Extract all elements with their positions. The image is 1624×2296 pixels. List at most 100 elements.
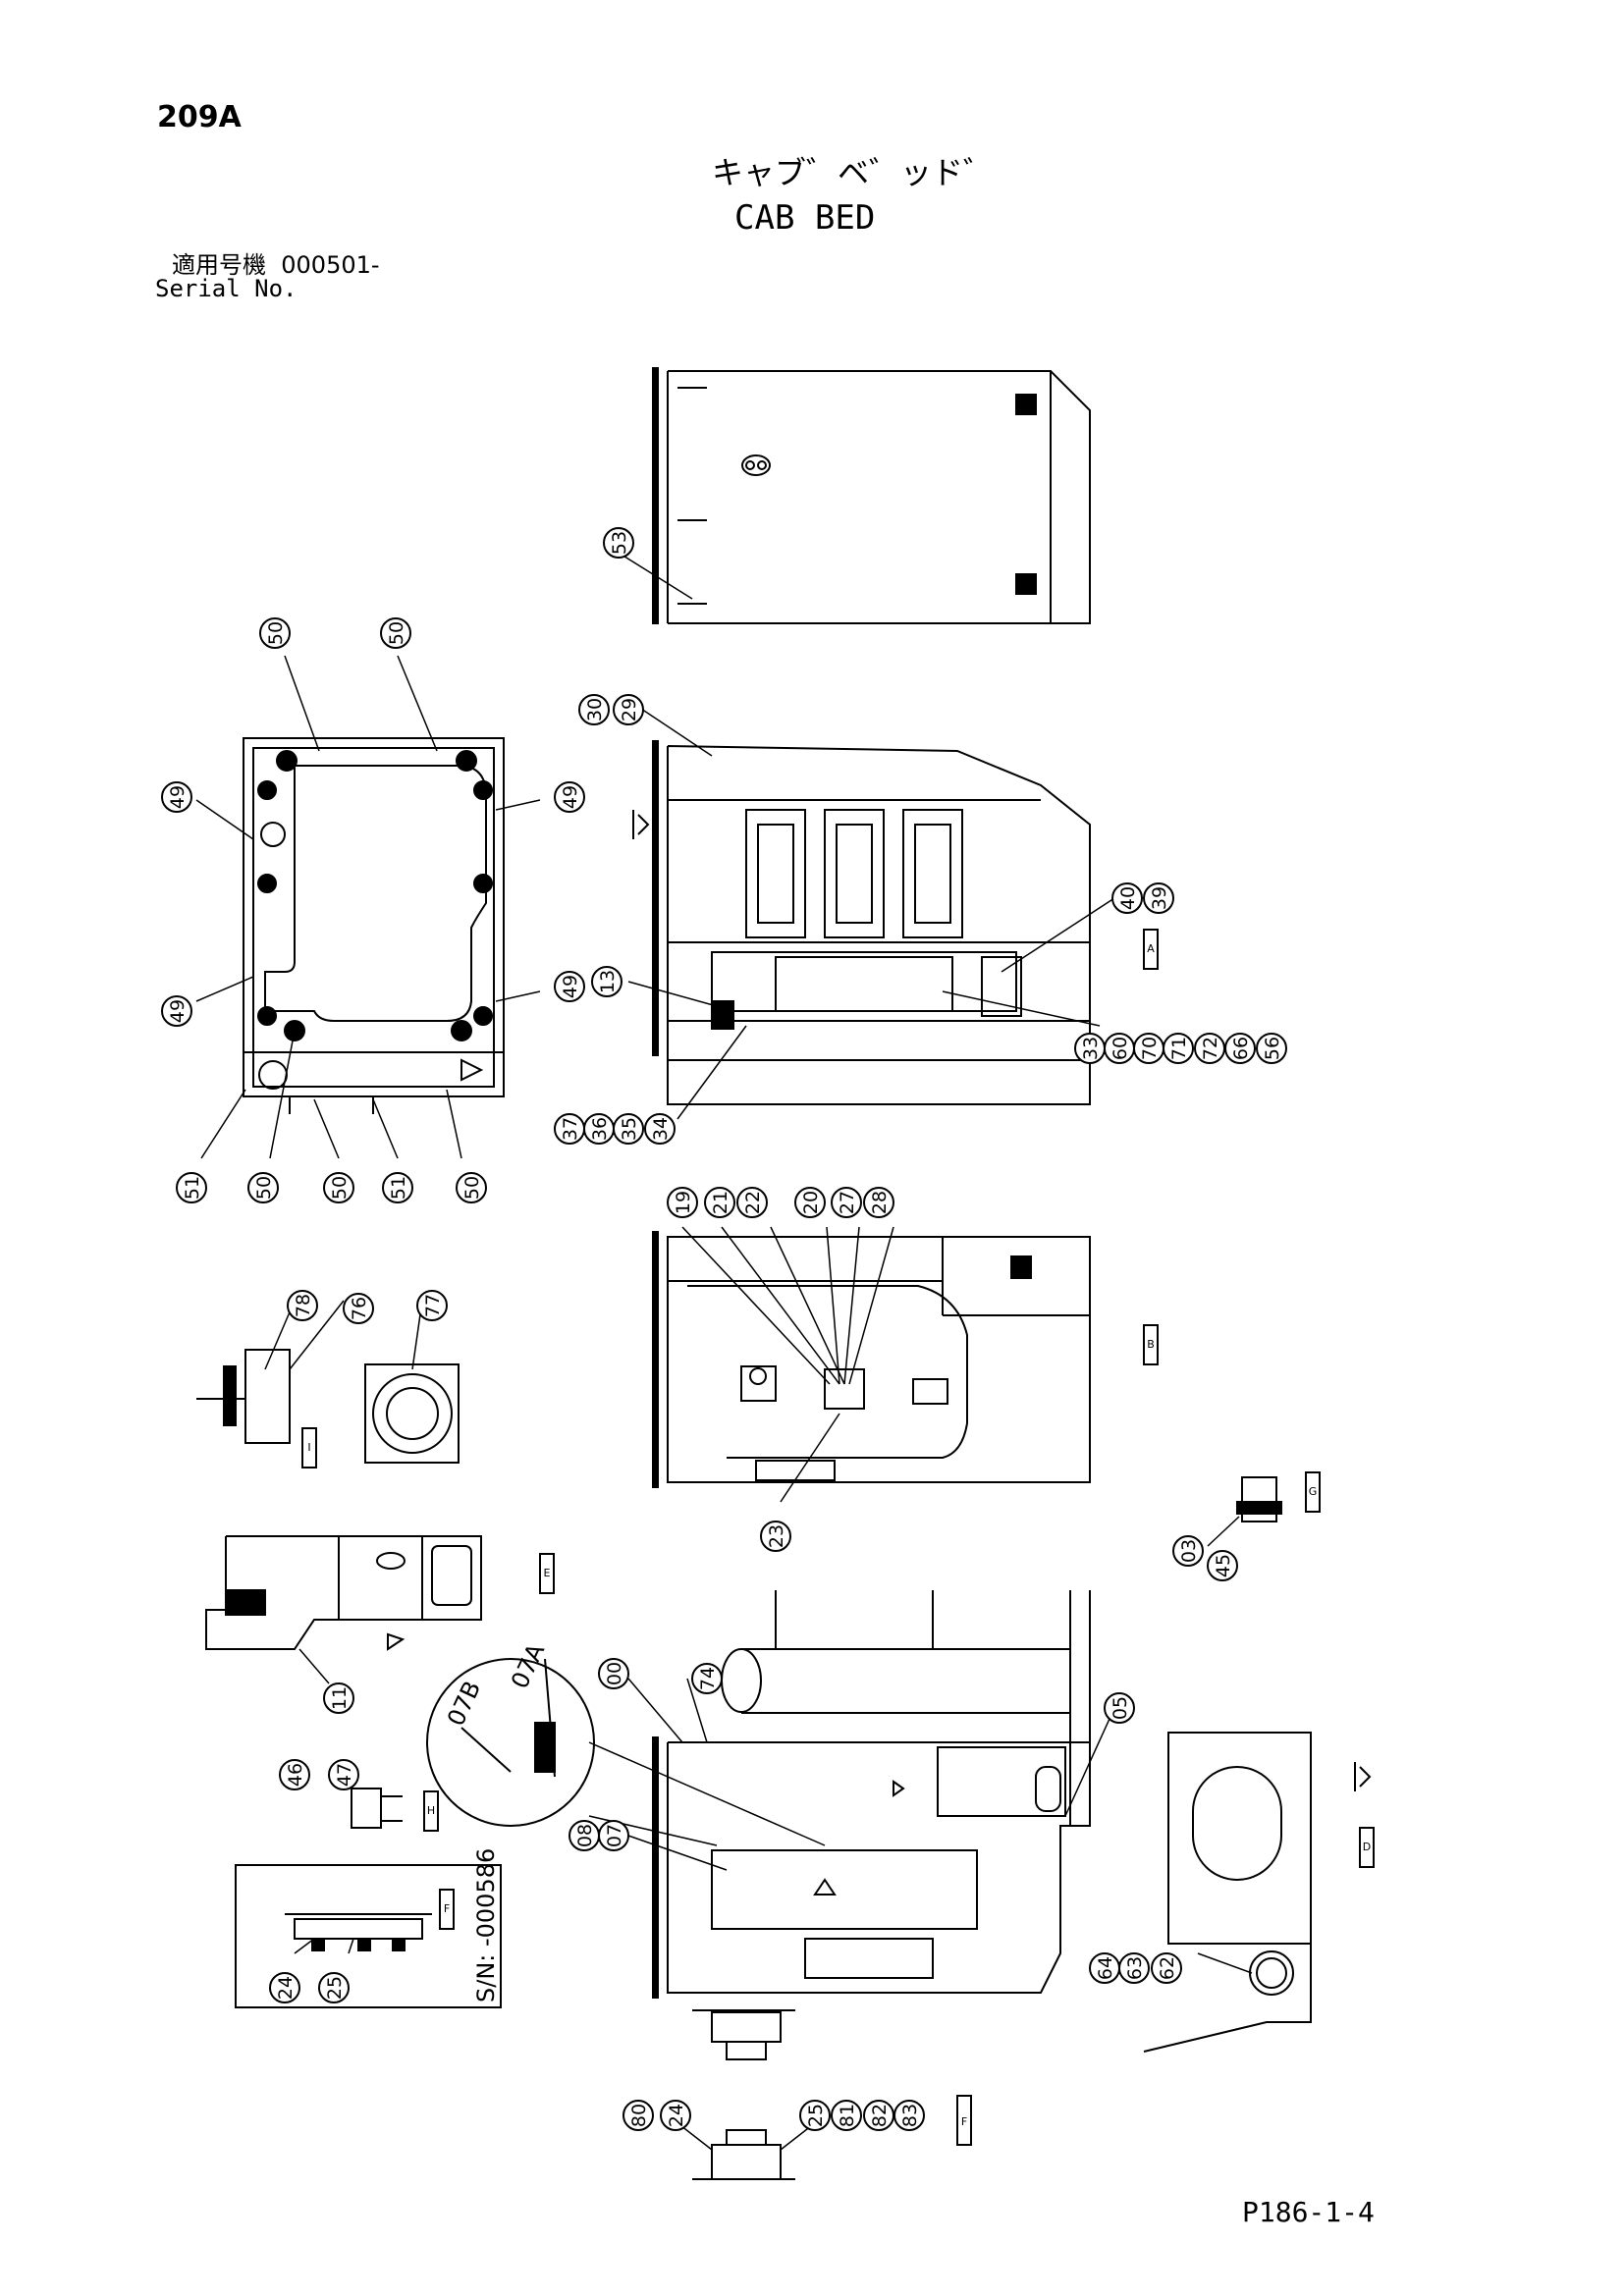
callout-number: 03 xyxy=(1178,1539,1200,1563)
callout-circle xyxy=(318,1972,350,2003)
callout-number: 50 xyxy=(329,1176,351,1200)
callout-number: 13 xyxy=(597,970,619,993)
callout-number: 07 xyxy=(604,1824,625,1847)
callout-c40: 40 xyxy=(1111,882,1143,914)
callout-circle xyxy=(613,1113,644,1145)
callout-number: 25 xyxy=(805,2104,827,2127)
callout-circle xyxy=(323,1172,354,1203)
callout-circle xyxy=(760,1521,791,1552)
callout-circle xyxy=(1143,882,1174,914)
callout-c74: 74 xyxy=(691,1663,723,1694)
callout-circle xyxy=(598,1820,629,1851)
callout-circle xyxy=(831,1187,862,1218)
callout-circle xyxy=(279,1759,310,1790)
callout-c24a: 24 xyxy=(269,1972,300,2003)
callout-circle xyxy=(613,694,644,725)
callout-number: 56 xyxy=(1262,1037,1283,1060)
callout-circle xyxy=(1151,1952,1182,1984)
callout-number: 64 xyxy=(1095,1956,1116,1980)
callout-c50e: 50 xyxy=(456,1172,487,1203)
callout-circle xyxy=(893,2100,925,2131)
callout-c82: 82 xyxy=(863,2100,894,2131)
title-japanese: キャブ゛ベ゛ッド゛ xyxy=(712,154,996,191)
callout-circle xyxy=(343,1293,374,1324)
serial-label-jp-text: 適用号機 xyxy=(172,251,266,279)
callout-number: 49 xyxy=(167,999,189,1023)
callout-c20: 20 xyxy=(794,1187,826,1218)
callout-c49a: 49 xyxy=(161,781,192,813)
cab-bed-upper-view xyxy=(632,740,1091,1105)
callout-number: 83 xyxy=(899,2104,921,2127)
callout-number: 78 xyxy=(293,1294,314,1317)
callout-c28: 28 xyxy=(863,1187,894,1218)
callout-c64: 64 xyxy=(1089,1952,1120,1984)
page-number: 209A xyxy=(157,100,242,134)
callout-number: 25 xyxy=(324,1976,346,2000)
callout-number: 36 xyxy=(589,1117,611,1141)
callout-c72: 72 xyxy=(1194,1033,1225,1064)
callout-number: 46 xyxy=(285,1763,306,1787)
detail-f-view xyxy=(692,2009,795,2180)
callout-number: 49 xyxy=(560,785,581,809)
callout-number: 76 xyxy=(349,1297,370,1320)
callout-number: 37 xyxy=(560,1117,581,1141)
callout-number: 50 xyxy=(386,621,407,645)
callout-c13: 13 xyxy=(591,966,623,997)
callout-circle xyxy=(1224,1033,1256,1064)
callout-circle xyxy=(660,2100,691,2131)
callout-c83: 83 xyxy=(893,2100,925,2131)
callout-circle xyxy=(1172,1535,1204,1567)
callout-number: 30 xyxy=(584,698,606,721)
callout-circle xyxy=(603,527,634,559)
callout-c30: 30 xyxy=(578,694,610,725)
callout-number: 22 xyxy=(742,1191,764,1214)
callout-c70: 70 xyxy=(1133,1033,1164,1064)
callout-circle xyxy=(287,1290,318,1321)
callout-circle xyxy=(176,1172,207,1203)
callout-circle xyxy=(382,1172,413,1203)
cab-bed-bottom-view xyxy=(652,1590,1091,1999)
callout-c60: 60 xyxy=(1104,1033,1135,1064)
callout-circle xyxy=(691,1663,723,1694)
callout-number: 50 xyxy=(461,1176,483,1200)
serial-label-english: Serial No. xyxy=(155,275,298,302)
callout-number: 80 xyxy=(628,2104,650,2127)
callout-number: 50 xyxy=(265,621,287,645)
callout-c00: 00 xyxy=(598,1658,629,1689)
callout-circle xyxy=(323,1682,354,1714)
callout-c71: 71 xyxy=(1163,1033,1194,1064)
callout-number: 27 xyxy=(837,1191,858,1214)
callout-c50d: 50 xyxy=(323,1172,354,1203)
callout-c07: 07 xyxy=(598,1820,629,1851)
callout-circle xyxy=(667,1187,698,1218)
cab-frame-view xyxy=(243,737,505,1114)
serial-box-detail xyxy=(235,1864,502,2008)
callout-circle xyxy=(736,1187,768,1218)
leader-lines xyxy=(195,655,1253,2151)
callout-number: 71 xyxy=(1168,1037,1190,1060)
callout-circle xyxy=(1207,1550,1238,1581)
callout-c49c: 49 xyxy=(161,995,192,1027)
serial-value: 000501- xyxy=(281,251,380,279)
cab-bed-lower-view xyxy=(652,1231,1091,1488)
view-marker-I: I xyxy=(307,1441,310,1454)
side-panel-view xyxy=(1143,1732,1372,2053)
callout-c34: 34 xyxy=(644,1113,676,1145)
callout-circle xyxy=(161,781,192,813)
callout-number: 60 xyxy=(1110,1037,1131,1060)
callout-number: 23 xyxy=(766,1524,787,1548)
callout-c53: 53 xyxy=(603,527,634,559)
callout-c25a: 25 xyxy=(318,1972,350,2003)
callout-number: 51 xyxy=(388,1176,409,1200)
callout-number: 08 xyxy=(574,1824,596,1847)
callout-number: 29 xyxy=(619,698,640,721)
callout-c19: 19 xyxy=(667,1187,698,1218)
callout-circle xyxy=(161,995,192,1027)
callout-c24b: 24 xyxy=(660,2100,691,2131)
view-marker-D: D xyxy=(1363,1841,1371,1853)
callout-c05: 05 xyxy=(1104,1692,1135,1724)
callout-c49b: 49 xyxy=(554,781,585,813)
detail-h-view xyxy=(351,1788,403,1829)
title-english: CAB BED xyxy=(734,198,876,238)
